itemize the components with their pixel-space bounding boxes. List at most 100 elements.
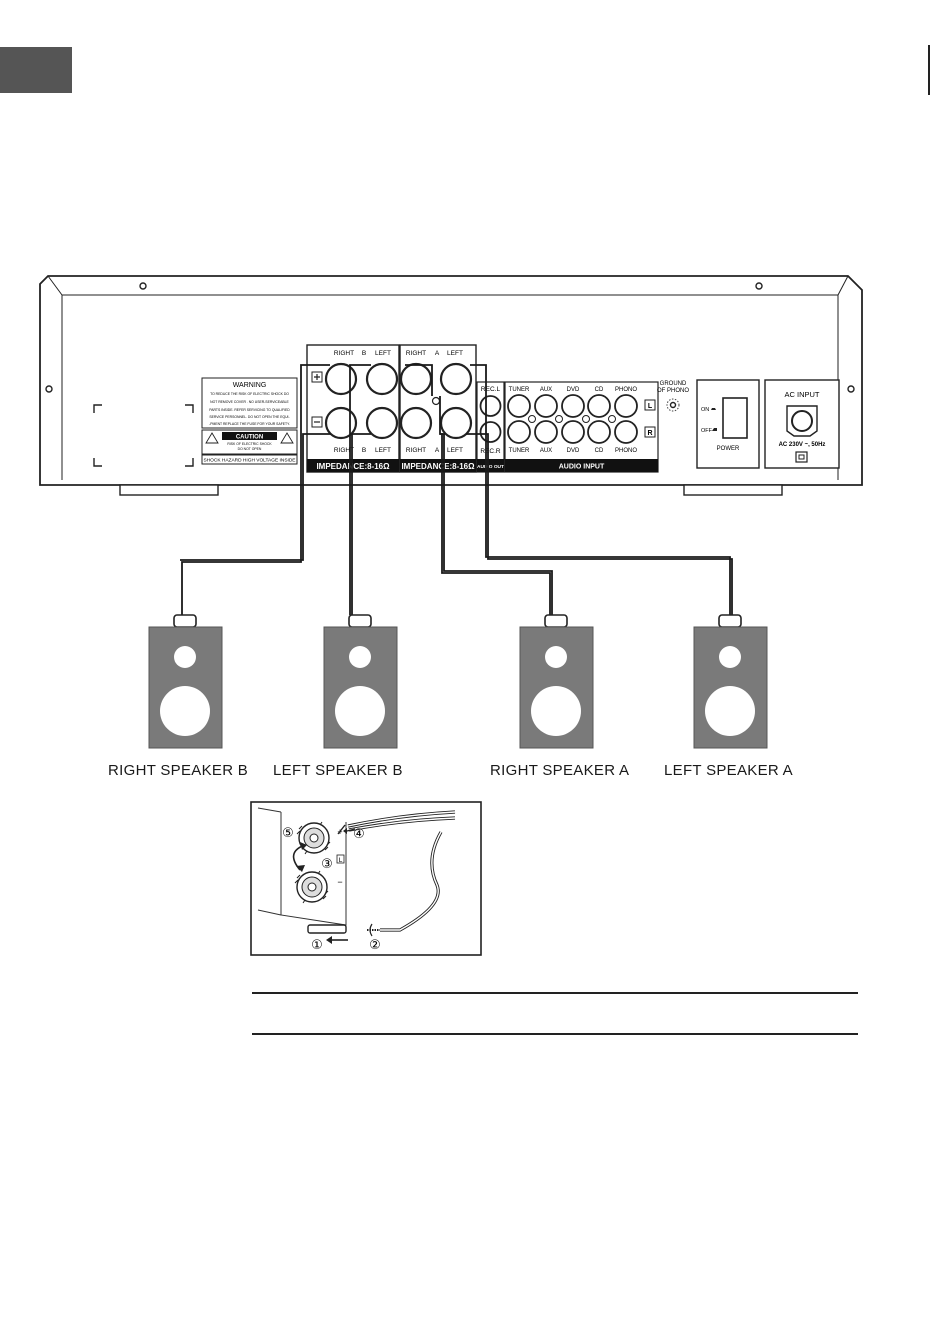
caution-label: CAUTION RISK OF ELECTRIC SHOCK DO NOT OP… [201, 429, 298, 465]
divider-rule-bottom [252, 1033, 858, 1035]
left-channel-icon [644, 399, 656, 411]
terminal-label: A [435, 350, 440, 357]
step-number: ① [311, 937, 323, 952]
ground-of-phono: GROUND OF PHONO [657, 381, 689, 412]
tweeter-icon [349, 646, 371, 668]
input-label: DVD [567, 387, 580, 393]
channel-mark: L [648, 403, 653, 410]
terminal-knob-minus [294, 870, 329, 904]
warning-label: WARNING TO REDUCE THE RISK OF ELECTRIC S… [201, 377, 298, 429]
screw-icon [755, 282, 763, 290]
insulation-sleeve [307, 924, 347, 934]
power-off-label: OFF [701, 428, 713, 434]
warning-line: NOT REMOVE COVER . NO USER-SERVICEABLE [210, 400, 289, 404]
terminal-b-left-plus[interactable] [365, 362, 399, 396]
jack-label: REC.L [481, 386, 501, 393]
ac-spec-label: AC 230V ~, 50Hz [779, 442, 826, 448]
input-label: CD [595, 387, 604, 393]
speaker-label-right-b: RIGHT SPEAKER B [108, 762, 249, 779]
dvd-l-jack[interactable] [561, 394, 585, 418]
caution-footer: SHOCK HAZARD HIGH VOLTAGE INSIDE [203, 458, 295, 464]
audio-input-jacks: TUNER AUX DVD CD PHONO TUNER AUX DVD CD … [504, 381, 659, 473]
terminal-b-left-minus[interactable] [365, 406, 399, 440]
terminal-label: A [435, 447, 440, 454]
page-edge-mark [928, 45, 930, 95]
aux-r-jack[interactable] [534, 420, 558, 444]
input-label: AUX [540, 387, 552, 393]
input-label: AUX [540, 448, 552, 454]
warning-title: WARNING [233, 382, 267, 389]
jumper-icon [431, 396, 441, 406]
power-switch[interactable] [722, 397, 748, 439]
terminal-a-left-minus[interactable] [439, 406, 473, 440]
speaker-right-a [519, 614, 594, 749]
terminal-label: LEFT [375, 447, 391, 454]
terminal-a-right-plus[interactable] [399, 362, 433, 396]
screw-icon [45, 385, 53, 393]
right-foot [683, 484, 783, 496]
terminal-b-right-minus[interactable] [324, 406, 358, 440]
warning-line: TO REDUCE THE RISK OF ELECTRIC SHOCK DO [210, 392, 289, 396]
label-area-brackets [93, 404, 194, 467]
twist-icon [369, 923, 373, 937]
step-number: ③ [321, 856, 333, 871]
cd-l-jack[interactable] [587, 394, 611, 418]
dvd-r-jack[interactable] [561, 420, 585, 444]
ground-label: OF PHONO [657, 388, 689, 394]
caution-title: CAUTION [236, 435, 263, 441]
aux-l-jack[interactable] [534, 394, 558, 418]
speaker-connector [718, 614, 742, 628]
tuner-r-jack[interactable] [507, 420, 531, 444]
tweeter-icon [174, 646, 196, 668]
tweeter-icon [719, 646, 741, 668]
terminal-wiring-detail: + − L ① ② ③ ④ ⑤ [250, 801, 482, 956]
caution-line: RISK OF ELECTRIC SHOCK [227, 442, 272, 446]
rec-l-jack[interactable] [479, 395, 502, 417]
speaker-b-terminals: RIGHT B LEFT RIGHT B LEFT IMPEDANCE:8-16… [306, 344, 400, 473]
rec-out-jacks: REC.L REC.R AUDIO OUT [476, 381, 505, 473]
woofer-icon [160, 686, 210, 736]
terminal-a-right-minus[interactable] [399, 406, 433, 440]
step-number: ④ [353, 826, 365, 841]
terminal-a-left-plus[interactable] [439, 362, 473, 396]
speaker-connector [544, 614, 568, 628]
terminal-b-right-plus[interactable] [324, 362, 358, 396]
phono-r-jack[interactable] [614, 420, 638, 444]
caution-line: DO NOT OPEN [238, 447, 262, 451]
rec-r-jack[interactable] [479, 421, 502, 443]
back-plate [280, 812, 347, 926]
double-insulation-icon [795, 451, 808, 463]
phono-l-jack[interactable] [614, 394, 638, 418]
ac-input-section: AC INPUT AC 230V ~, 50Hz [764, 379, 840, 469]
ac-socket[interactable] [791, 410, 813, 432]
power-label: POWER [717, 446, 740, 452]
input-label: PHONO [615, 387, 637, 393]
jack-label: REC.R [480, 448, 501, 455]
terminal-label: LEFT [447, 350, 463, 357]
terminal-label: RIGHT [406, 447, 426, 454]
left-foot [119, 484, 219, 496]
page-tab-marker [0, 47, 72, 93]
speaker-connector [173, 614, 197, 628]
ground-screw[interactable] [669, 401, 677, 409]
impedance-label: IMPEDANCE:8-16Ω [401, 462, 475, 471]
audio-input-label: AUDIO INPUT [559, 464, 605, 471]
screw-icon [847, 385, 855, 393]
screw-icon [139, 282, 147, 290]
woofer-icon [335, 686, 385, 736]
woofer-icon [531, 686, 581, 736]
input-label: PHONO [615, 448, 637, 454]
terminal-label: LEFT [375, 350, 391, 357]
terminal-minus-mark: − [337, 877, 342, 887]
cd-r-jack[interactable] [587, 420, 611, 444]
exclamation-icon [280, 432, 294, 444]
input-label: TUNER [509, 448, 530, 454]
cable-right-speaker-b [180, 364, 331, 615]
tweeter-icon [545, 646, 567, 668]
speaker-right-b [148, 614, 223, 749]
power-on-label: ON [701, 407, 709, 413]
tuner-l-jack[interactable] [507, 394, 531, 418]
ac-input-label: AC INPUT [784, 390, 819, 399]
